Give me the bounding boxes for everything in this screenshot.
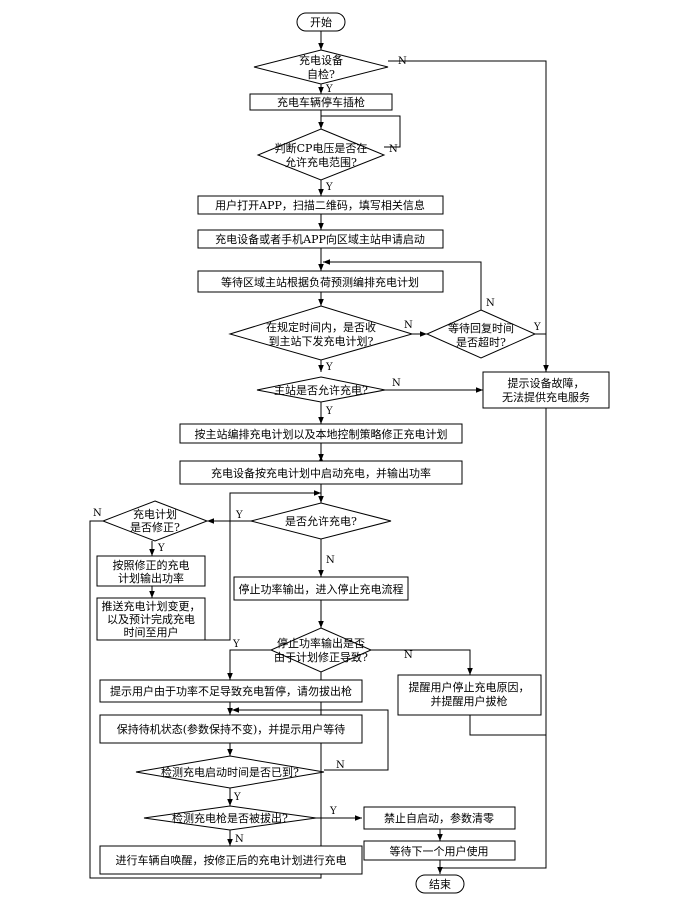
branch-labels: N Y N Y N N Y Y N Y Y N Y N Y N N Y Y N bbox=[93, 56, 541, 845]
plan-modified-label-1: 充电计划 bbox=[133, 507, 177, 521]
decision-allow-charge bbox=[250, 502, 392, 540]
selfcheck-label-1: 充电设备 bbox=[299, 53, 343, 67]
master-yes-label: Y bbox=[325, 406, 333, 417]
process-park bbox=[249, 93, 393, 111]
decision-stop-reason bbox=[269, 627, 373, 673]
allow-charge-label: 是否允许充电? bbox=[285, 514, 357, 528]
plan-modified-yes-label: Y bbox=[157, 543, 165, 554]
master-no-label: N bbox=[392, 378, 401, 389]
selfcheck-label-2: 自检? bbox=[307, 67, 335, 81]
plan-modified-no-label: N bbox=[93, 508, 102, 519]
selfcheck-yes-label: Y bbox=[325, 84, 333, 95]
decision-time-arrived bbox=[135, 755, 325, 789]
gun-removed-no-label: N bbox=[235, 834, 244, 845]
process-start-charge bbox=[179, 460, 463, 485]
start-label: 开始 bbox=[310, 15, 332, 29]
gun-removed-label: 检测充电枪是否被拔出? bbox=[172, 811, 288, 825]
cp-yes-label: Y bbox=[325, 182, 333, 193]
stop-reason-no-label: N bbox=[404, 650, 413, 661]
standby-label: 保持待机状态(参数保持不变)，并提示用户等待 bbox=[117, 722, 346, 736]
forbid-label: 禁止自启动，参数清零 bbox=[384, 811, 494, 825]
shapes bbox=[96, 12, 610, 894]
connectors bbox=[89, 31, 549, 879]
received-yes-label: Y bbox=[325, 362, 333, 373]
master-allow-label: 主站是否允许充电? bbox=[274, 383, 368, 397]
process-next-user bbox=[363, 840, 516, 861]
received-label-1: 在规定时间内，是否收 bbox=[266, 320, 376, 334]
remind-reason-label-2: 并提醒用户拔枪 bbox=[431, 694, 508, 708]
plan-modified-label-2: 是否修正? bbox=[130, 520, 180, 534]
app-label: 用户打开APP，扫描二维码，填写相关信息 bbox=[215, 198, 425, 212]
decision-gun-removed bbox=[143, 805, 317, 831]
push-label-3: 时间至用户 bbox=[124, 625, 179, 639]
process-stop-output bbox=[233, 576, 409, 601]
node-labels: 开始 充电设备 自检? 充电车辆停车插枪 判断CP电压是否在 允许充电范围? 用… bbox=[102, 15, 591, 891]
timeout-label-1: 等待回复时间 bbox=[448, 321, 514, 335]
fault-label-2: 无法提供充电服务 bbox=[502, 390, 590, 404]
park-label: 充电车辆停车插枪 bbox=[277, 95, 365, 109]
modify-plan-label: 按主站编排充电计划以及本地控制策略修正充电计划 bbox=[195, 427, 448, 441]
process-modify-plan bbox=[179, 423, 463, 444]
stop-reason-yes-label: Y bbox=[232, 639, 240, 650]
request-label: 充电设备或者手机APP向区域主站申请启动 bbox=[215, 232, 425, 246]
process-forbid bbox=[363, 806, 516, 830]
process-fault bbox=[482, 371, 610, 409]
process-app bbox=[197, 195, 444, 215]
stop-output-label: 停止功率输出，进入停止充电流程 bbox=[239, 582, 404, 596]
process-output-modified bbox=[96, 555, 206, 587]
decision-plan-modified bbox=[101, 500, 209, 542]
end-terminal bbox=[415, 874, 465, 894]
process-wake bbox=[99, 845, 363, 875]
timeout-label-2: 是否超时? bbox=[456, 335, 506, 349]
process-notify-pause bbox=[99, 679, 363, 703]
push-label-2: 以及预计完成充电 bbox=[107, 612, 195, 626]
received-label-2: 到主站下发充电计划? bbox=[269, 334, 374, 348]
process-request bbox=[197, 229, 444, 249]
process-standby bbox=[99, 714, 363, 744]
notify-pause-label: 提示用户由于功率不足导致充电暂停，请勿拔出枪 bbox=[110, 684, 352, 698]
end-label: 结束 bbox=[429, 878, 451, 891]
remind-reason-label-1: 提醒用户停止充电原因， bbox=[409, 680, 530, 694]
gun-removed-yes-label: Y bbox=[329, 806, 337, 817]
decision-selfcheck bbox=[253, 49, 389, 85]
allow-charge-no-label: N bbox=[326, 555, 335, 566]
wake-label: 进行车辆自唤醒，按修正后的充电计划进行充电 bbox=[116, 853, 347, 867]
time-arrived-yes-label: Y bbox=[233, 792, 241, 803]
process-wait-plan bbox=[197, 270, 444, 293]
stop-reason-label-2: 由于计划修正导致? bbox=[274, 650, 368, 664]
output-modified-label-2: 计划输出功率 bbox=[118, 571, 184, 585]
timeout-yes-label: Y bbox=[533, 322, 541, 333]
decision-timeout bbox=[425, 309, 537, 359]
timeout-no-label: N bbox=[486, 298, 495, 309]
selfcheck-no-label: N bbox=[398, 56, 407, 67]
received-no-label: N bbox=[404, 320, 413, 331]
cp-label-1: 判断CP电压是否在 bbox=[275, 141, 368, 155]
cp-no-label: N bbox=[389, 144, 398, 155]
process-remind-reason bbox=[397, 674, 542, 716]
process-push bbox=[96, 597, 206, 641]
decision-master-allow bbox=[256, 376, 386, 403]
stop-reason-label-1: 停止功率输出是否 bbox=[277, 636, 365, 650]
output-modified-label-1: 按照修正的充电 bbox=[113, 558, 190, 572]
wait-plan-label: 等待区域主站根据负荷预测编排充电计划 bbox=[221, 275, 419, 289]
time-arrived-no-label: N bbox=[336, 760, 345, 771]
start-charge-label: 充电设备按充电计划中启动充电，并输出功率 bbox=[211, 466, 431, 480]
fault-label-1: 提示设备故障， bbox=[508, 376, 585, 390]
cp-label-2: 允许充电范围? bbox=[285, 155, 357, 169]
decision-cp bbox=[256, 128, 386, 181]
push-label-1: 推送充电计划变更， bbox=[102, 599, 201, 613]
time-arrived-label: 检测充电启动时间是否已到? bbox=[161, 765, 299, 779]
next-user-label: 等待下一个用户使用 bbox=[390, 844, 489, 858]
allow-charge-yes-label: Y bbox=[235, 510, 243, 521]
decision-received bbox=[228, 305, 414, 361]
start-terminal bbox=[296, 12, 346, 32]
